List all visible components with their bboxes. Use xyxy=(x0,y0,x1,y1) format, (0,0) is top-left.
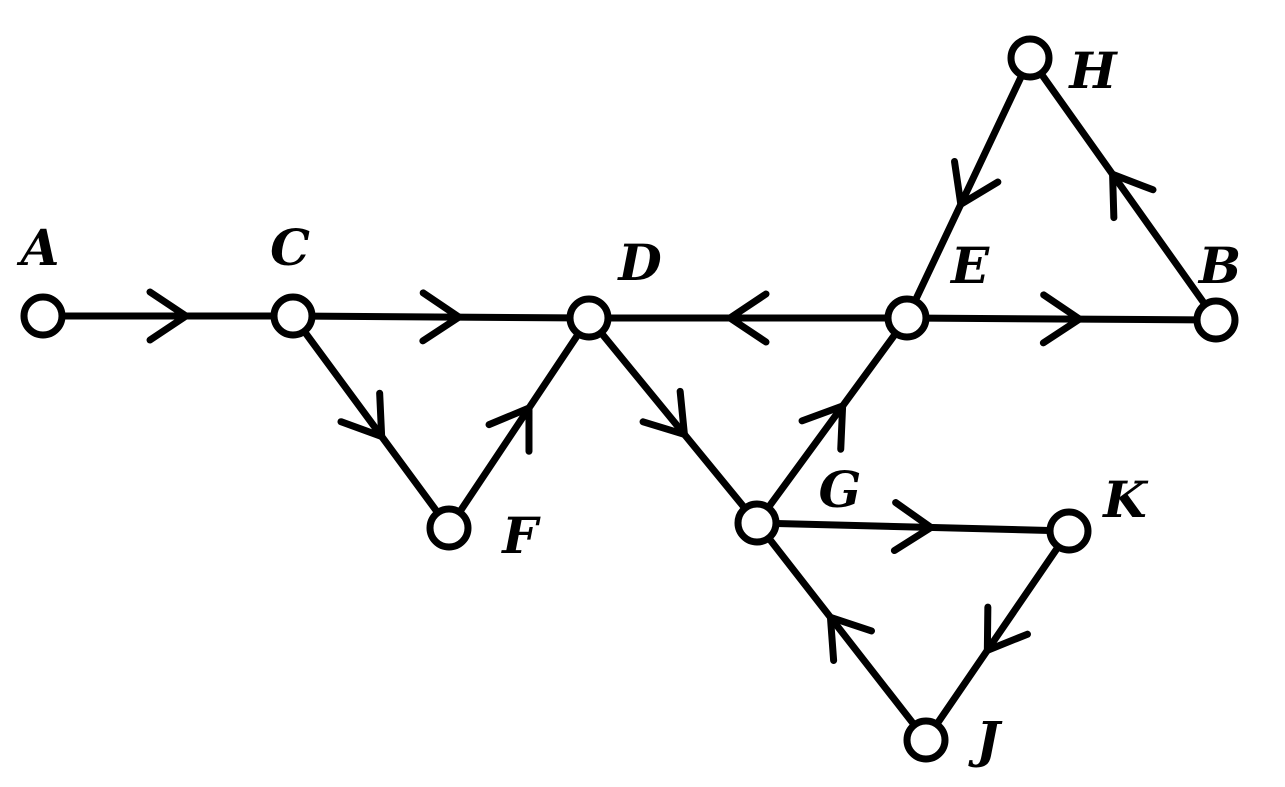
edge-k-j xyxy=(922,527,1073,744)
edge-line xyxy=(903,54,1034,322)
arrowhead-icon xyxy=(337,389,386,442)
node-label-k: K xyxy=(1101,470,1149,529)
edge-a-c xyxy=(39,288,297,344)
node-label-d: D xyxy=(616,233,661,292)
node-label-f: F xyxy=(500,506,541,565)
node-label-e: E xyxy=(949,236,990,295)
edge-f-d xyxy=(445,314,593,532)
edge-line xyxy=(445,314,593,532)
edge-line xyxy=(289,312,593,322)
node-j xyxy=(903,717,949,763)
node-label-j: J xyxy=(968,710,1003,769)
arrowhead-icon xyxy=(639,387,689,440)
edge-line xyxy=(753,519,930,744)
arrowhead-icon xyxy=(890,499,938,555)
arrowhead-icon xyxy=(419,289,466,345)
edge-line xyxy=(585,314,761,527)
edge-j-g xyxy=(753,519,930,744)
arrowhead-icon xyxy=(146,288,193,344)
node-label-h: H xyxy=(1067,41,1118,100)
edge-d-g xyxy=(585,314,761,527)
node-c xyxy=(270,293,316,339)
edge-g-e xyxy=(753,314,911,527)
arrowhead-icon xyxy=(798,400,847,453)
node-g xyxy=(734,500,780,546)
edge-line xyxy=(1026,54,1220,324)
edge-c-d xyxy=(289,289,593,345)
edge-e-d xyxy=(585,290,911,346)
node-d xyxy=(566,295,612,341)
edge-line xyxy=(289,312,453,532)
edge-line xyxy=(753,314,911,527)
edge-line xyxy=(922,527,1073,744)
edge-b-h xyxy=(1026,54,1220,324)
arrowhead-icon xyxy=(1108,169,1157,222)
node-label-b: B xyxy=(1197,236,1241,295)
node-a xyxy=(20,293,66,339)
node-h xyxy=(1007,35,1053,81)
labels-layer: A C D E B H F G K J xyxy=(17,41,1242,769)
arrowhead-icon xyxy=(826,612,875,664)
arrowhead-icon xyxy=(723,290,770,346)
node-e xyxy=(884,295,930,341)
node-f xyxy=(426,505,472,551)
arrowhead-icon xyxy=(1039,291,1086,347)
node-k xyxy=(1046,508,1092,554)
arrowhead-icon xyxy=(951,157,1002,210)
edge-line xyxy=(903,314,1220,324)
edge-h-e xyxy=(903,54,1034,322)
arrowhead-icon xyxy=(485,402,533,455)
edges-layer xyxy=(39,54,1220,744)
edge-g-k xyxy=(753,499,1073,555)
node-label-c: C xyxy=(270,218,310,277)
node-label-g: G xyxy=(819,460,862,519)
node-label-a: A xyxy=(17,218,60,277)
edge-c-f xyxy=(289,312,453,532)
node-b xyxy=(1193,297,1239,343)
arrowhead-icon xyxy=(983,603,1031,656)
edge-e-b xyxy=(903,291,1220,347)
edge-line xyxy=(753,519,1073,535)
nodes-layer xyxy=(20,35,1239,763)
